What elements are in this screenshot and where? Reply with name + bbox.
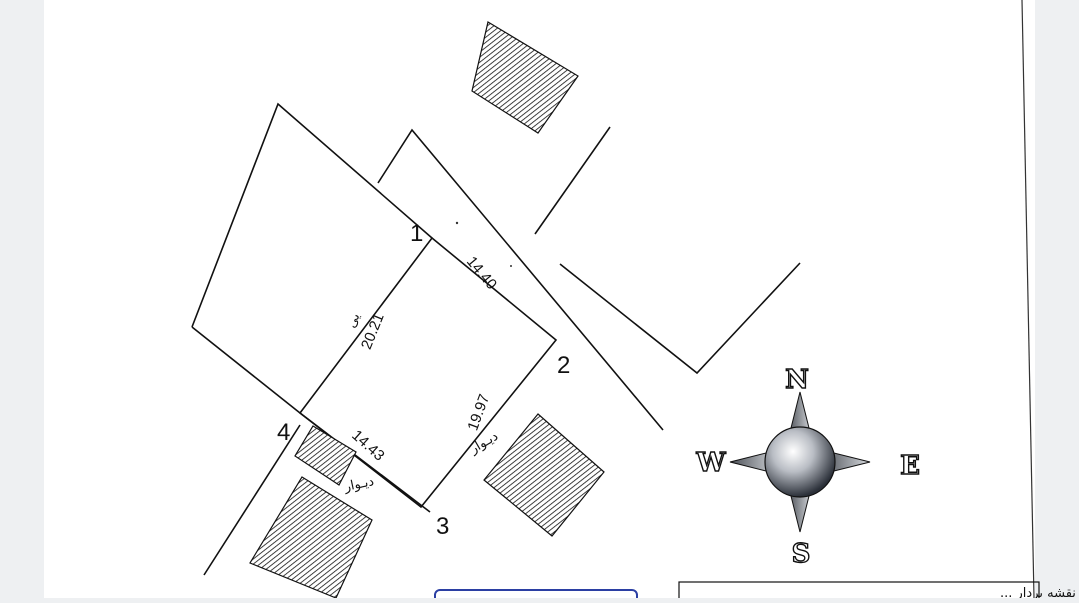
wall-label-1-4: یی (344, 311, 363, 330)
footer-info-box (678, 581, 1040, 603)
compass-rose: N S W E (695, 364, 921, 569)
vertex-label-1: 1 (410, 220, 423, 247)
main-parcel (298, 236, 558, 509)
vertex-label-2: 2 (557, 352, 570, 379)
compass-east-label: E (900, 451, 920, 481)
hatched-building-small (294, 425, 357, 486)
compass-south-label: S (792, 539, 811, 569)
wall-label-4-3: دیـوار (342, 474, 375, 495)
ink-dot (510, 265, 512, 267)
paper-right-edge (1021, 0, 1035, 599)
ink-dot (455, 221, 459, 225)
compass-north-label: N (785, 365, 809, 395)
vertex-label-4: 4 (277, 419, 290, 446)
vertex-label-3: 3 (436, 513, 449, 540)
hatched-building-top (471, 21, 579, 134)
footer-info-text: ... ملاحظات مهندس نقشه بردار ... (1000, 586, 1079, 598)
hatched-building-east (483, 413, 605, 537)
compass-sphere (764, 426, 836, 498)
compass-west-label: W (695, 448, 726, 478)
